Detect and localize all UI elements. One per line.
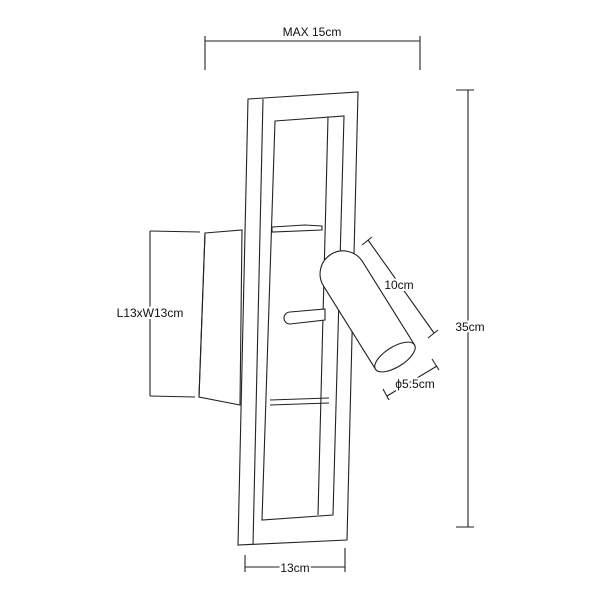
backplate-label: L13xW13cm <box>117 306 184 320</box>
height-dimension-line <box>456 89 474 528</box>
width-label: MAX 15cm <box>283 25 342 39</box>
width-dimension-line <box>204 36 421 70</box>
pivot-rod <box>283 308 326 325</box>
spotlight-head <box>319 250 416 373</box>
head-length-dimension-line <box>361 236 439 339</box>
head-diameter-dimension-line <box>382 358 440 401</box>
height-label: 35cm <box>455 320 484 334</box>
backplate-box <box>198 229 243 406</box>
base-width-dimension-line <box>244 548 346 572</box>
base-width-label: 13cm <box>280 561 309 575</box>
head-diameter-label: ϕ5.5cm <box>395 377 434 391</box>
backplate-dimension-line <box>149 230 201 398</box>
head-length-label: 10cm <box>384 278 413 292</box>
